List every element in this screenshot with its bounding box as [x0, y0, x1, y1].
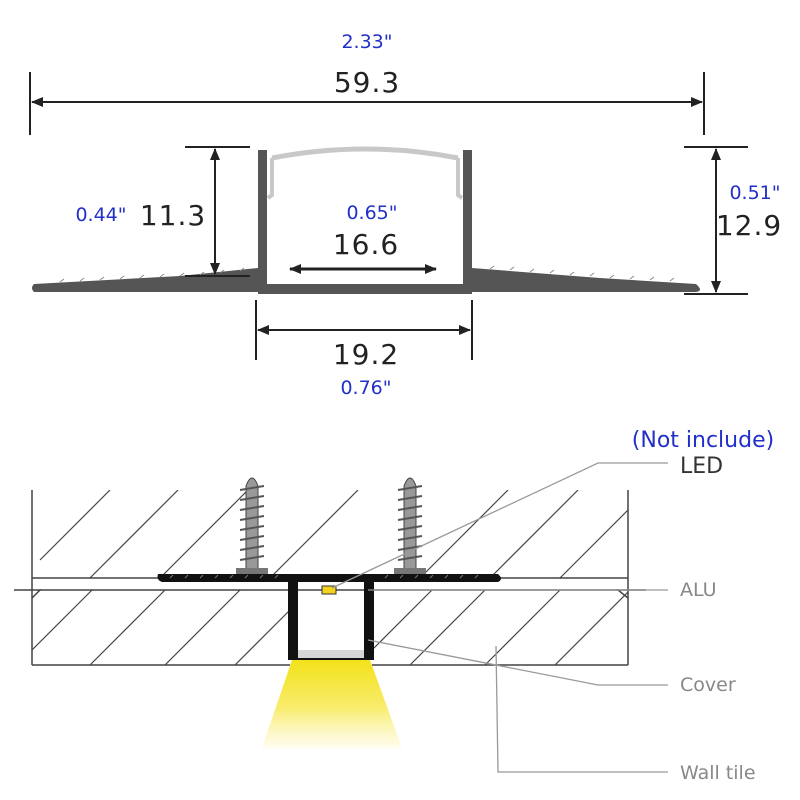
installed-flange-texture — [169, 574, 479, 579]
callout-lines — [331, 462, 668, 773]
wall-tile-callout-line — [495, 645, 668, 773]
led-callout-line — [331, 462, 668, 589]
dimension-overall-width: 59.3 2.33" — [29, 31, 705, 135]
wall-hatching — [32, 490, 628, 665]
cover-clip-right — [456, 158, 464, 200]
alu-label: ALU — [680, 579, 717, 601]
flange-ridges-right — [489, 265, 675, 282]
cover-clip-left — [266, 158, 274, 200]
total-height-mm: 12.9 — [716, 209, 782, 242]
dimension-outer-width: 19.2 0.76" — [255, 300, 473, 399]
overall-width-inch: 2.33" — [341, 31, 392, 53]
overall-width-mm: 59.3 — [334, 66, 400, 99]
not-include-note: (Not include) — [632, 428, 774, 453]
inner-width-inch: 0.65" — [346, 202, 397, 224]
installation-view: (Not include) LED ALU Cover Wall tile — [14, 428, 774, 784]
cover-label: Cover — [680, 674, 736, 696]
flange-height-mm: 11.3 — [140, 199, 206, 232]
installed-cover — [298, 650, 364, 658]
screw-icon — [394, 477, 426, 574]
profile-cross-section — [32, 146, 700, 294]
cover-callout-line — [367, 639, 668, 686]
screw-icon — [236, 477, 268, 574]
led-chip-icon — [321, 585, 337, 595]
installed-profile-channel — [288, 582, 374, 660]
diffuser-cover — [271, 146, 459, 161]
total-height-inch: 0.51" — [729, 182, 780, 204]
inner-width-mm: 16.6 — [333, 228, 399, 261]
dimension-flange-height: 11.3 0.44" — [75, 146, 250, 277]
light-beam-icon — [262, 660, 402, 748]
dimension-inner-width: 16.6 0.65" — [289, 202, 437, 274]
flange-ridges-left — [59, 267, 245, 283]
led-label: LED — [680, 454, 723, 479]
flange-height-inch: 0.44" — [75, 204, 126, 226]
outer-width-inch: 0.76" — [340, 377, 391, 399]
installed-profile-flange — [157, 574, 501, 582]
outer-width-mm: 19.2 — [333, 338, 399, 371]
wall-tile-label: Wall tile — [680, 762, 756, 784]
dimension-total-height: 12.9 0.51" — [684, 146, 782, 295]
